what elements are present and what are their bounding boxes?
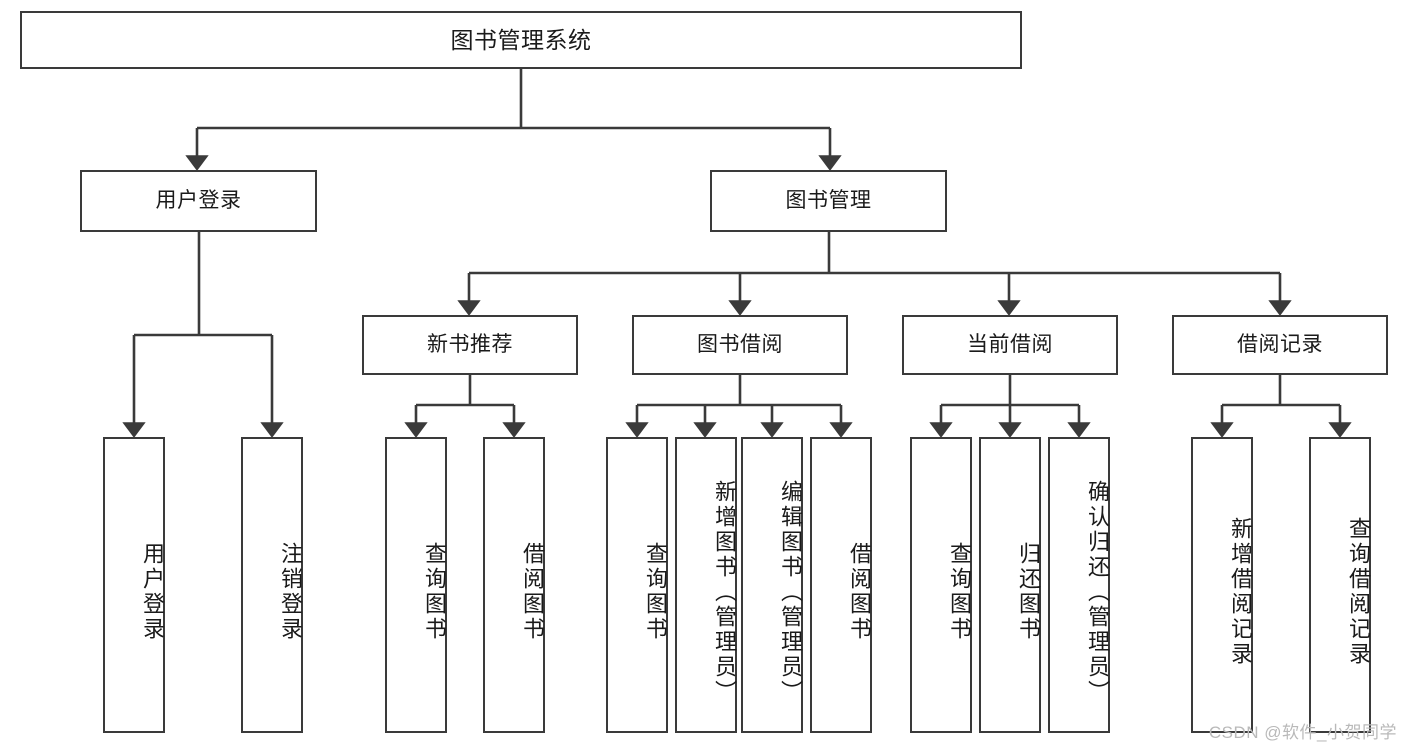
- node-leaf-query-book-3-label: 查询图书: [947, 542, 972, 642]
- node-leaf-user-login[interactable]: 用户登录: [103, 437, 165, 733]
- node-leaf-edit-book-admin-label: 编辑图书（管理员）: [778, 479, 803, 705]
- node-leaf-query-book-1[interactable]: 查询图书: [385, 437, 447, 733]
- node-current-borrow[interactable]: 当前借阅: [902, 315, 1118, 375]
- node-root-label: 图书管理系统: [450, 26, 592, 53]
- node-leaf-query-book-2-label: 查询图书: [643, 542, 668, 642]
- node-leaf-confirm-return-admin-label: 确认归还（管理员）: [1085, 479, 1110, 705]
- node-borrow-record-label: 借阅记录: [1237, 332, 1323, 356]
- node-leaf-borrow-book-1[interactable]: 借阅图书: [483, 437, 545, 733]
- node-book-borrow-label: 图书借阅: [697, 332, 783, 356]
- node-leaf-return-book[interactable]: 归还图书: [979, 437, 1041, 733]
- node-book-borrow[interactable]: 图书借阅: [632, 315, 848, 375]
- node-new-book-recommend-label: 新书推荐: [427, 332, 513, 356]
- node-leaf-query-borrow-record[interactable]: 查询借阅记录: [1309, 437, 1371, 733]
- node-leaf-borrow-book-2[interactable]: 借阅图书: [810, 437, 872, 733]
- node-user-login[interactable]: 用户登录: [80, 170, 317, 232]
- node-leaf-add-book-admin-label: 新增图书（管理员）: [712, 479, 737, 705]
- node-current-borrow-label: 当前借阅: [967, 332, 1053, 356]
- node-leaf-query-book-2[interactable]: 查询图书: [606, 437, 668, 733]
- node-leaf-user-login-label: 用户登录: [140, 542, 165, 642]
- node-leaf-add-book-admin[interactable]: 新增图书（管理员）: [675, 437, 737, 733]
- node-new-book-recommend[interactable]: 新书推荐: [362, 315, 578, 375]
- node-user-login-label: 用户登录: [155, 188, 242, 212]
- node-book-management-label: 图书管理: [785, 188, 872, 212]
- node-leaf-logout-label: 注销登录: [278, 542, 303, 642]
- node-leaf-confirm-return-admin[interactable]: 确认归还（管理员）: [1048, 437, 1110, 733]
- node-leaf-query-book-1-label: 查询图书: [422, 542, 447, 642]
- node-borrow-record[interactable]: 借阅记录: [1172, 315, 1388, 375]
- node-leaf-query-book-3[interactable]: 查询图书: [910, 437, 972, 733]
- node-leaf-edit-book-admin[interactable]: 编辑图书（管理员）: [741, 437, 803, 733]
- node-leaf-query-borrow-record-label: 查询借阅记录: [1346, 517, 1371, 667]
- csdn-watermark: CSDN @软件_小贺同学: [1208, 723, 1397, 742]
- node-leaf-add-borrow-record-label: 新增借阅记录: [1228, 517, 1253, 667]
- node-leaf-add-borrow-record[interactable]: 新增借阅记录: [1191, 437, 1253, 733]
- node-leaf-borrow-book-2-label: 借阅图书: [847, 542, 872, 642]
- node-leaf-return-book-label: 归还图书: [1016, 542, 1041, 642]
- node-root-system[interactable]: 图书管理系统: [20, 11, 1022, 69]
- node-leaf-borrow-book-1-label: 借阅图书: [520, 542, 545, 642]
- node-leaf-logout[interactable]: 注销登录: [241, 437, 303, 733]
- node-book-management[interactable]: 图书管理: [710, 170, 947, 232]
